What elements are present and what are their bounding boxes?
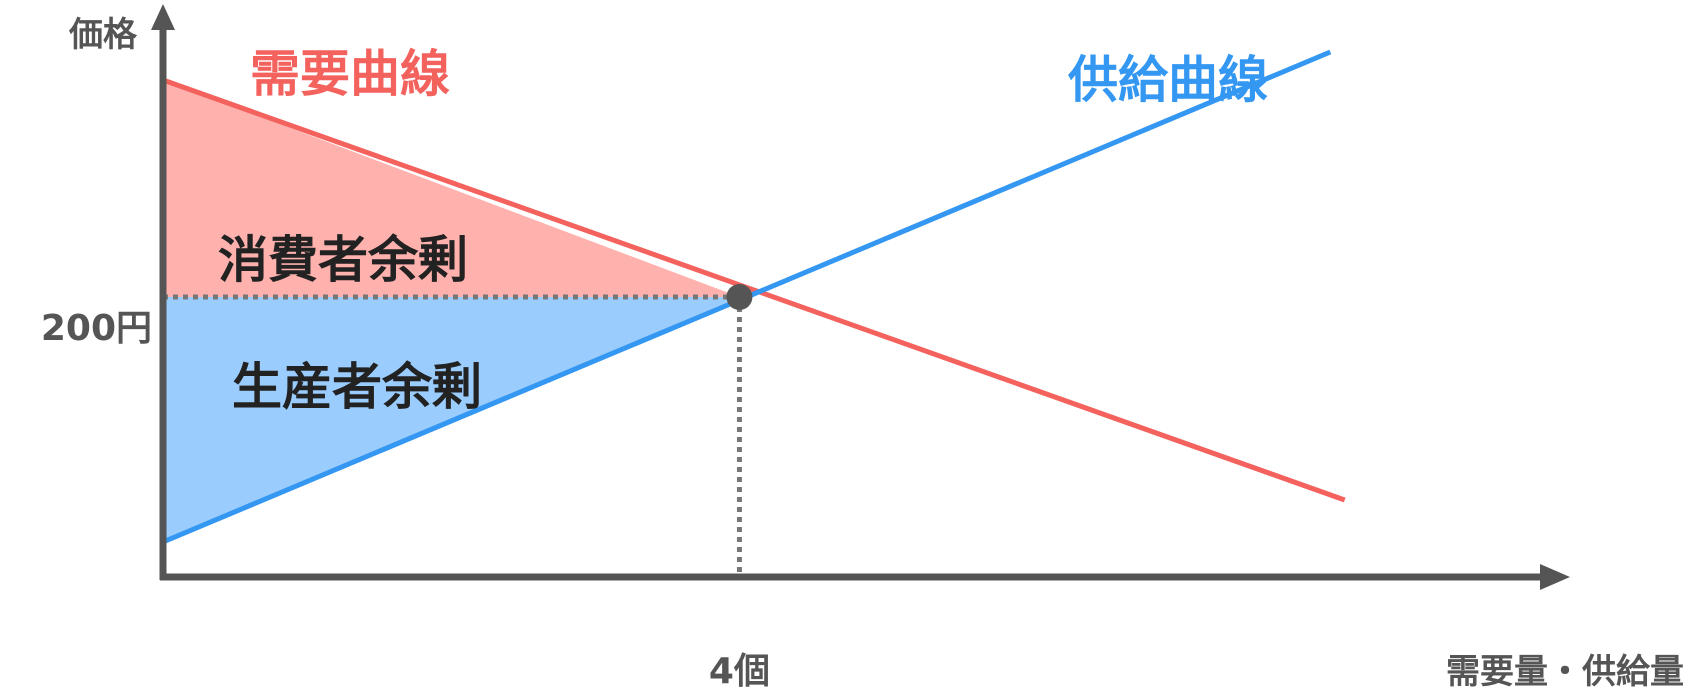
demand-curve-line	[162, 77, 1346, 503]
y-axis-arrowhead	[151, 4, 175, 30]
x-axis-arrowhead	[1540, 564, 1570, 590]
y-axis-title: 価格	[68, 15, 138, 55]
equilibrium-quantity-tick-label: 4個	[709, 651, 770, 692]
consumer-surplus-label: 消費者余剰	[218, 231, 468, 289]
supply-curve-label: 供給曲線	[1068, 51, 1268, 109]
consumer-surplus-area	[163, 80, 740, 297]
producer-surplus-label: 生産者余剰	[232, 358, 482, 416]
x-axis-title: 需要量・供給量	[1446, 652, 1684, 692]
equilibrium-point	[726, 284, 753, 310]
equilibrium-price-tick-label: 200円	[41, 308, 152, 349]
demand-curve-label: 需要曲線	[250, 45, 450, 103]
